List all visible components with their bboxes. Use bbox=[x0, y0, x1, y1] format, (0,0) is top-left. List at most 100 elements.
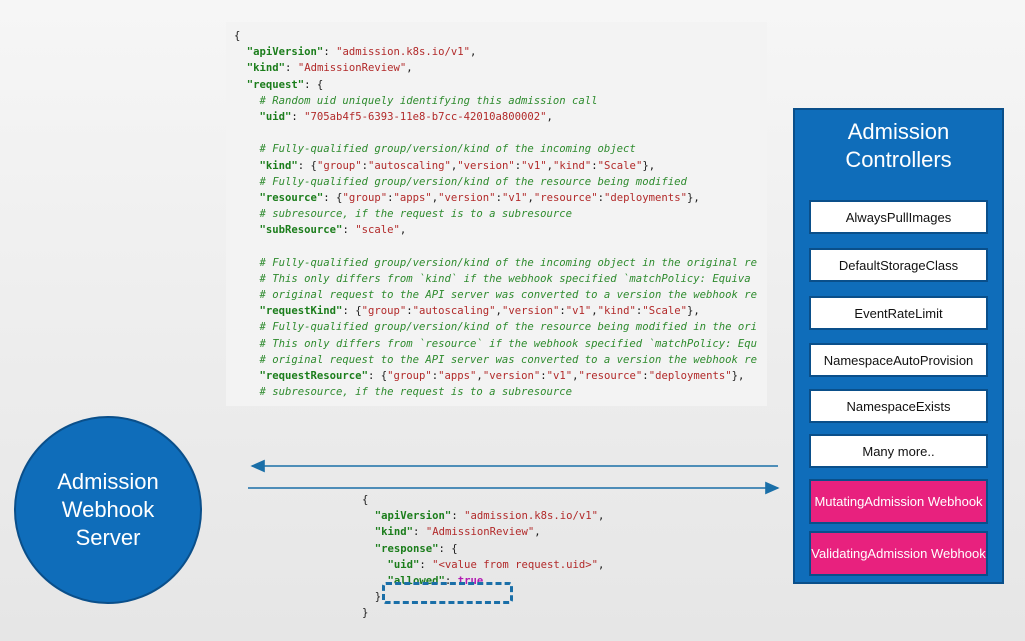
code-token: : bbox=[431, 369, 439, 382]
request-code-line: # This only differs from `kind` if the w… bbox=[234, 271, 767, 287]
code-token: : { bbox=[367, 369, 388, 382]
controller-event-rate-limit: EventRateLimit bbox=[809, 296, 988, 330]
code-token: "apiVersion" bbox=[246, 46, 324, 59]
response-code-line: "uid": "<value from request.uid>", bbox=[362, 557, 662, 573]
code-token: }, bbox=[686, 305, 700, 318]
code-token: : bbox=[342, 224, 356, 237]
request-code-line: { bbox=[234, 28, 767, 44]
code-token: : bbox=[559, 305, 566, 318]
code-token: , bbox=[399, 224, 407, 237]
response-code-line: "kind": "AdmissionReview", bbox=[362, 524, 662, 540]
code-token: : bbox=[591, 159, 598, 172]
code-token: "Scale" bbox=[597, 159, 643, 172]
code-token: "resource" bbox=[259, 191, 324, 204]
controller-default-storage-class: DefaultStorageClass bbox=[809, 248, 988, 282]
code-token: "deployments" bbox=[604, 191, 687, 204]
code-token: "scale" bbox=[355, 224, 400, 237]
code-token: : bbox=[444, 574, 458, 587]
code-token: : bbox=[597, 191, 605, 204]
code-token: "admission.k8s.io/v1" bbox=[464, 510, 599, 523]
admission-webhook-server-node: Admission Webhook Server bbox=[14, 416, 202, 604]
response-code-line: { bbox=[362, 492, 662, 508]
code-token: # Fully-qualified group/version/kind of … bbox=[234, 143, 636, 156]
code-token: : bbox=[419, 558, 433, 571]
code-token: } bbox=[362, 591, 382, 604]
code-token: , bbox=[450, 159, 458, 172]
code-token: # subresource, if the request is to a su… bbox=[234, 208, 573, 221]
code-token: "subResource" bbox=[259, 224, 343, 237]
code-token: }, bbox=[686, 191, 700, 204]
code-token: "uid" bbox=[259, 110, 292, 123]
code-token: "apps" bbox=[393, 191, 432, 204]
code-token: "group" bbox=[387, 369, 432, 382]
request-code-line: # This only differs from `resource` if t… bbox=[234, 336, 767, 352]
code-token: "resource" bbox=[533, 191, 598, 204]
code-token: , bbox=[598, 558, 605, 571]
code-token: # original request to the API server was… bbox=[234, 353, 758, 366]
code-token: : bbox=[285, 62, 298, 75]
controllers-title-line1: Admission bbox=[847, 119, 950, 144]
code-token: : { bbox=[438, 542, 458, 555]
code-token: "uid" bbox=[387, 558, 420, 571]
request-code-line: # Random uid uniquely identifying this a… bbox=[234, 93, 767, 109]
code-token: # Random uid uniquely identifying this a… bbox=[234, 94, 598, 107]
code-token: : bbox=[642, 369, 649, 382]
code-token: "version" bbox=[438, 191, 496, 204]
code-token: "response" bbox=[374, 542, 439, 555]
code-token: : bbox=[495, 191, 502, 204]
request-code-line: # Fully-qualified group/version/kind of … bbox=[234, 141, 767, 157]
code-token: "apiVersion" bbox=[374, 510, 452, 523]
code-token: : bbox=[540, 369, 547, 382]
code-token: # original request to the API server was… bbox=[234, 289, 758, 301]
code-token: "kind" bbox=[597, 305, 636, 318]
code-token: "deployments" bbox=[648, 369, 732, 382]
admission-controllers-title: Admission Controllers bbox=[795, 118, 1002, 174]
code-token: { bbox=[362, 494, 369, 506]
webhook-server-label-line2: Webhook bbox=[61, 497, 155, 522]
code-token: : bbox=[387, 191, 394, 204]
code-token: : bbox=[323, 46, 337, 59]
request-code-line: "requestResource": {"group":"apps","vers… bbox=[234, 368, 767, 384]
code-token: # Fully-qualified group/version/kind of … bbox=[234, 256, 758, 269]
code-token: : { bbox=[297, 159, 317, 172]
code-token: : { bbox=[342, 305, 362, 318]
code-token: : bbox=[361, 159, 368, 172]
webhook-server-label-line1: Admission bbox=[57, 469, 159, 494]
code-token: "version" bbox=[482, 369, 541, 382]
code-token: "v1" bbox=[521, 159, 547, 172]
controllers-title-line2: Controllers bbox=[845, 147, 952, 172]
code-token: "v1" bbox=[501, 191, 528, 204]
code-token: "group" bbox=[316, 159, 362, 172]
request-code-line: # subresource, if the request is to a su… bbox=[234, 384, 767, 400]
code-token: "v1" bbox=[565, 305, 592, 318]
code-token: } bbox=[362, 607, 369, 620]
code-token: , bbox=[495, 305, 502, 318]
response-code-line: "response": { bbox=[362, 541, 662, 557]
controller-namespace-exists: NamespaceExists bbox=[809, 389, 988, 423]
code-token: "kind" bbox=[374, 526, 414, 539]
controller-mutating-admission-webhook: MutatingAdmission Webhook bbox=[809, 479, 988, 524]
request-code-line: # original request to the API server was… bbox=[234, 287, 767, 303]
code-token: , bbox=[572, 369, 579, 382]
code-token: "requestKind" bbox=[259, 305, 343, 318]
code-token: "apps" bbox=[438, 369, 477, 382]
code-token: "<value from request.uid>" bbox=[432, 558, 598, 571]
code-token: , bbox=[598, 510, 605, 523]
code-token: "version" bbox=[457, 159, 515, 172]
controller-namespace-auto-provision: NamespaceAutoProvision bbox=[809, 343, 988, 377]
code-token: "AdmissionReview" bbox=[425, 526, 535, 539]
request-code-line: "kind": {"group":"autoscaling","version"… bbox=[234, 158, 767, 174]
request-code-line: "kind": "AdmissionReview", bbox=[234, 60, 767, 76]
code-token: , bbox=[546, 110, 553, 123]
admission-controllers-panel: Admission Controllers AlwaysPullImages D… bbox=[793, 108, 1004, 584]
code-token: { bbox=[234, 30, 241, 42]
request-code-line: "subResource": "scale", bbox=[234, 222, 767, 238]
code-token: : bbox=[291, 110, 305, 123]
code-token: "group" bbox=[342, 191, 388, 204]
code-token: , bbox=[527, 191, 534, 204]
code-token: # Fully-qualified group/version/kind of … bbox=[234, 321, 758, 334]
request-code-line: "apiVersion": "admission.k8s.io/v1", bbox=[234, 44, 767, 60]
response-code-line: "apiVersion": "admission.k8s.io/v1", bbox=[362, 508, 662, 524]
request-code-line: "request": { bbox=[234, 77, 767, 93]
